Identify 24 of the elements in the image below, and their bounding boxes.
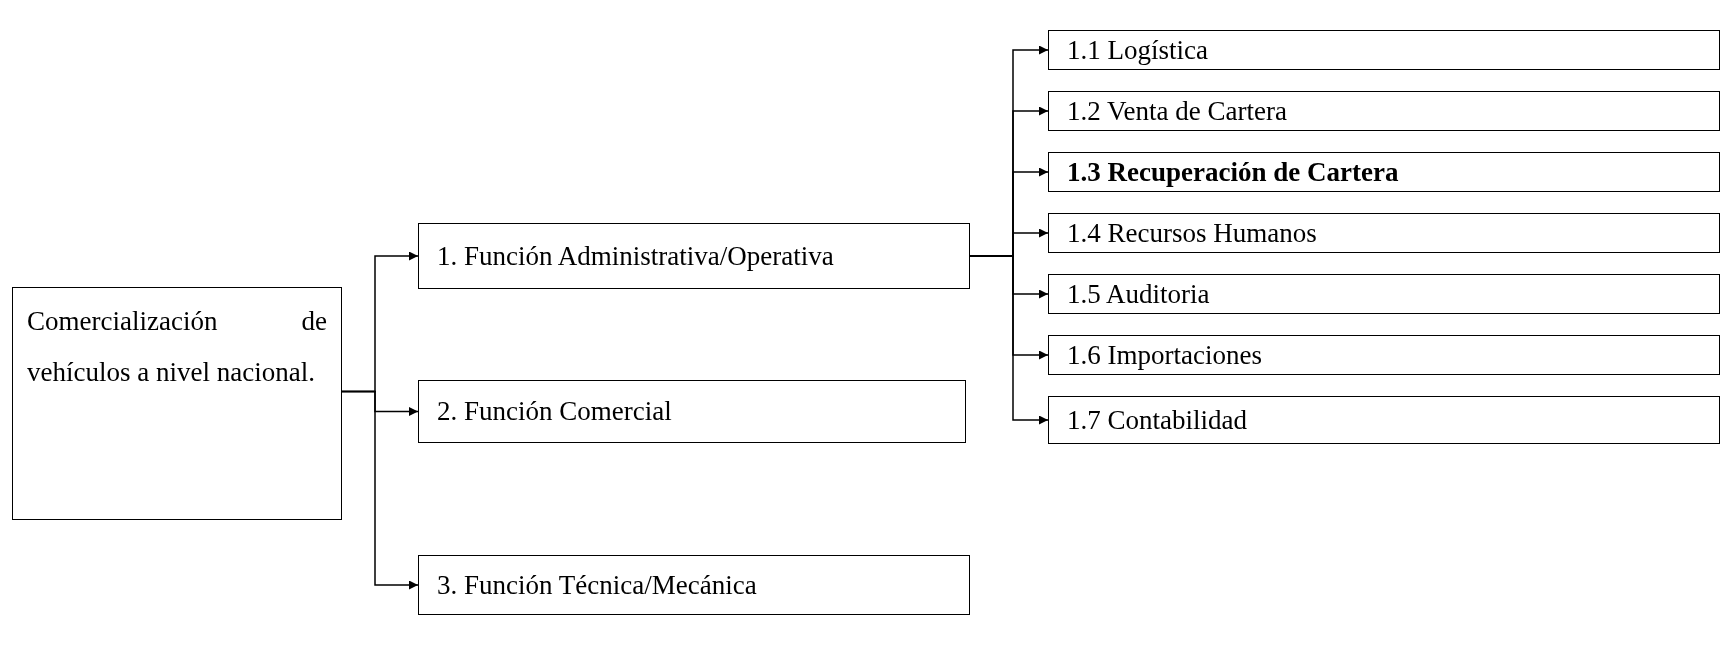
process-box	[1048, 396, 1720, 444]
process-box	[1048, 213, 1720, 253]
box-text: 1.5 Auditoria	[1067, 278, 1210, 310]
box-text: 1.3 Recuperación de Cartera	[1067, 156, 1399, 188]
process-box	[1048, 335, 1720, 375]
box-text: 1.7 Contabilidad	[1067, 404, 1247, 436]
box-text: 1. Función Administrativa/Operativa	[437, 240, 834, 272]
process-box	[1048, 152, 1720, 192]
box-text: 1.4 Recursos Humanos	[1067, 217, 1317, 249]
box-text: 1.6 Importaciones	[1067, 339, 1262, 371]
process-box	[1048, 30, 1720, 70]
process-box	[418, 380, 966, 443]
process-box	[12, 287, 342, 520]
arrow	[341, 390, 419, 590]
box-text: 1.1 Logística	[1067, 34, 1208, 66]
box-text: Comercialización de vehículos a nivel nacional.	[27, 305, 327, 389]
box-text: 3. Función Técnica/Mecánica	[437, 569, 757, 601]
process-box	[418, 223, 970, 289]
process-box	[1048, 274, 1720, 314]
box-text: 1.2 Venta de Cartera	[1067, 95, 1287, 127]
process-box	[418, 555, 970, 615]
arrow	[969, 255, 1049, 425]
box-text: 2. Función Comercial	[437, 396, 672, 427]
process-box	[1048, 91, 1720, 131]
